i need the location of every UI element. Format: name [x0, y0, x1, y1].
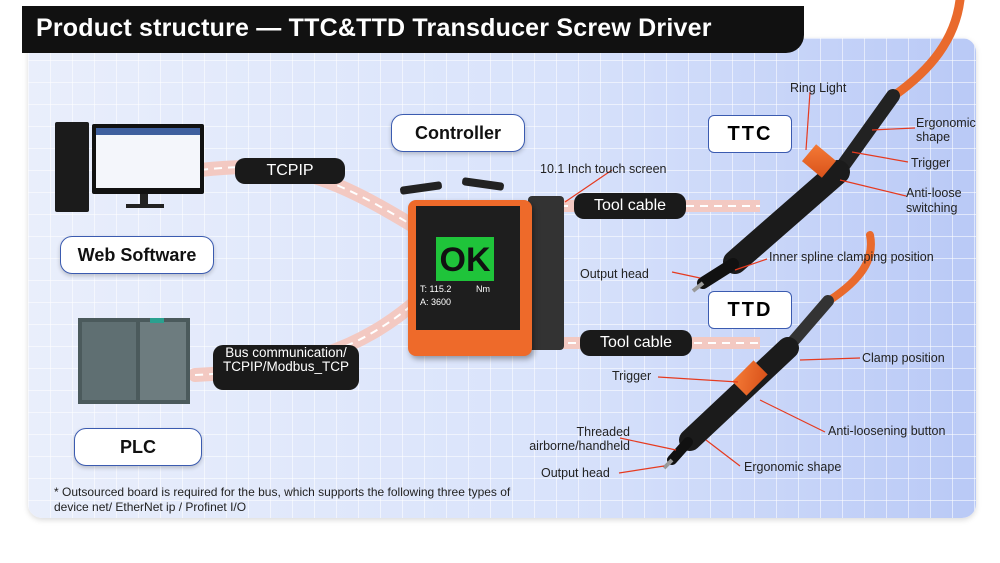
- controller-callout: Controller: [391, 114, 525, 152]
- footnote: * Outsourced board is required for the b…: [54, 485, 511, 514]
- ring-light-label: Ring Light: [790, 81, 847, 95]
- anti-loosening-button-label: Anti-loosening button: [828, 424, 946, 438]
- anti-loose-label: Anti-loose switching: [906, 186, 962, 215]
- touch-screen-label: 10.1 Inch touch screen: [540, 162, 667, 176]
- tool-cable-top-label: Tool cable: [574, 193, 686, 219]
- tcpip-label: TCPIP: [235, 158, 345, 184]
- web-software-callout: Web Software: [60, 236, 214, 274]
- clamp-position-label: Clamp position: [862, 351, 945, 365]
- trigger-bottom-label: Trigger: [612, 369, 652, 383]
- ttc-tool: [691, 0, 965, 293]
- ok-indicator: OK: [436, 237, 494, 281]
- controller-side: [528, 196, 564, 350]
- ttc-label: TTC: [708, 115, 792, 153]
- torque-unit: Nm: [476, 284, 490, 294]
- ergonomic-shape-bottom-label: Ergonomic shape: [744, 460, 842, 474]
- trigger-top-label: Trigger: [911, 156, 951, 170]
- pc-icon: [55, 122, 204, 212]
- ergonomic-shape-top-label: Ergonomic shape: [916, 116, 976, 144]
- bus-label: Bus communication/ TCPIP/Modbus_TCP: [213, 345, 359, 390]
- tool-cable-bottom-label: Tool cable: [580, 330, 692, 356]
- ttd-label: TTD: [708, 291, 792, 329]
- title-bar: Product structure — TTC&TTD Transducer S…: [22, 6, 804, 53]
- leader-lines: [564, 91, 916, 474]
- plc-icon: [78, 318, 190, 404]
- torque-readout: T: 115.2: [420, 284, 452, 294]
- threaded-label: Threaded airborne/handheld: [529, 425, 630, 453]
- output-head-top-label: Output head: [580, 267, 649, 281]
- antenna-icon: [400, 177, 504, 195]
- angle-readout: A: 3600: [420, 297, 452, 307]
- page-title: Product structure — TTC&TTD Transducer S…: [36, 14, 712, 42]
- plc-callout: PLC: [74, 428, 202, 466]
- ttd-tool: [662, 231, 875, 470]
- output-head-bottom-label: Output head: [541, 466, 610, 480]
- inner-spline-label: Inner spline clamping position: [769, 250, 934, 264]
